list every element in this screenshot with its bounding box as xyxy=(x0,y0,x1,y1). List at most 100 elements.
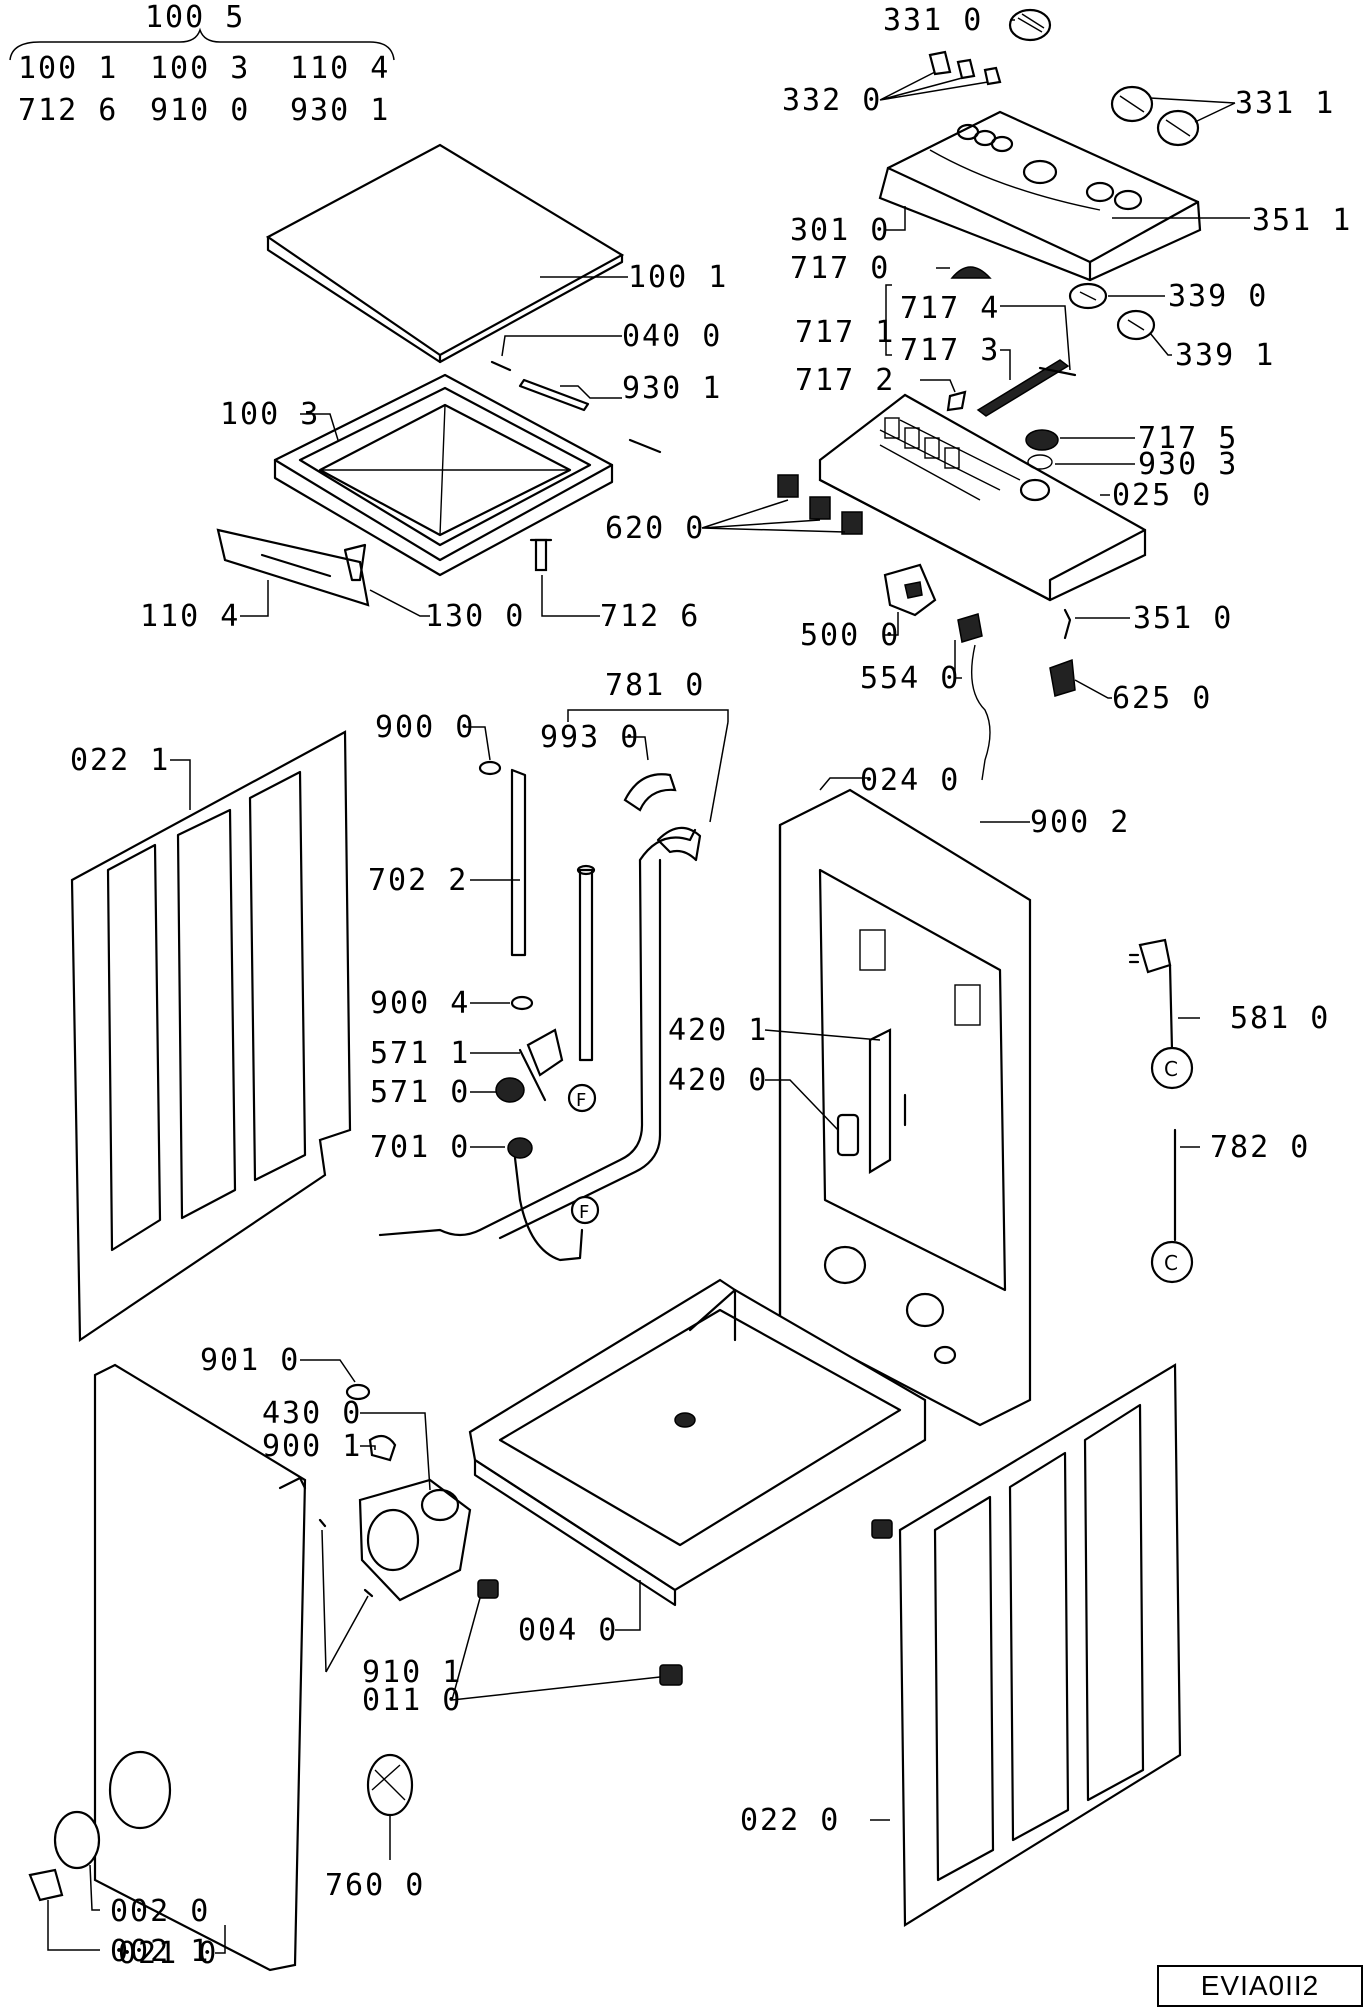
back-frame-part xyxy=(778,788,1032,1427)
callout-930-1: 930 1 xyxy=(622,371,722,406)
leader-339-1 xyxy=(1149,332,1172,356)
callout-910-1: 910 1 xyxy=(362,1655,462,1690)
capacitor-part xyxy=(836,1028,892,1174)
valve-part xyxy=(495,1028,564,1103)
callout-004-0: 004 0 xyxy=(518,1613,618,1648)
callout-021-0: 021 0 xyxy=(118,1936,218,1971)
connector-c-bottom-label: C xyxy=(1164,1251,1178,1275)
leader-331-1 xyxy=(1149,97,1236,123)
knob-pair-part xyxy=(1110,85,1200,147)
top-lid-part xyxy=(265,143,625,364)
callout-100-3: 100 3 xyxy=(220,397,320,432)
header-row1-item1: 100 1 xyxy=(18,51,118,86)
bracket-part xyxy=(343,543,367,582)
callout-702-2: 702 2 xyxy=(368,863,468,898)
callout-022-1: 022 1 xyxy=(70,743,170,778)
callout-420-0: 420 0 xyxy=(668,1063,768,1098)
header-row1-item3: 110 4 xyxy=(290,51,390,86)
leader-500-0 xyxy=(885,612,899,636)
callout-901-0: 901 0 xyxy=(200,1343,300,1378)
callout-625-0: 625 0 xyxy=(1112,681,1212,716)
clamp-part xyxy=(478,760,502,776)
leader-930-1 xyxy=(560,385,622,399)
header-row2-item1: 712 6 xyxy=(18,93,118,128)
callout-430-0: 430 0 xyxy=(262,1396,362,1431)
callout-332-0: 332 0 xyxy=(782,83,882,118)
leader-022-1 xyxy=(170,759,191,810)
pressure-switch-part xyxy=(1025,429,1059,470)
callout-100-1: 100 1 xyxy=(628,260,728,295)
sensor-part xyxy=(946,390,967,412)
left-side-panel-part xyxy=(70,730,352,1343)
buttons-part xyxy=(928,50,1002,86)
leader-110-4 xyxy=(240,580,269,617)
header-group-label: 100 5 xyxy=(145,0,245,35)
screws-parts xyxy=(318,1518,374,1598)
right-side-panel-part xyxy=(898,1363,1182,1927)
callout-420-1: 420 1 xyxy=(668,1013,768,1048)
callout-331-0: 331 0 xyxy=(883,3,983,38)
sump-hose-end xyxy=(507,1137,533,1159)
console-housing-part xyxy=(818,393,1147,602)
callout-571-0: 571 0 xyxy=(370,1075,470,1110)
callout-717-4: 717 4 xyxy=(900,291,1000,326)
callout-620-0: 620 0 xyxy=(605,511,705,546)
callout-717-1: 717 1 xyxy=(795,315,895,350)
header-row1-item2: 100 3 xyxy=(150,51,250,86)
callout-717-5: 717 5 xyxy=(1138,421,1238,456)
leader-993-0 xyxy=(625,736,649,761)
filter-door-part xyxy=(28,1810,101,1902)
leader-021-0 xyxy=(215,1925,226,1954)
header-row2-item2: 910 0 xyxy=(150,93,250,128)
leader-420-0 xyxy=(765,1079,839,1131)
clamp-small-part xyxy=(510,995,534,1011)
inlet-hose-end xyxy=(576,864,596,876)
callout-339-0: 339 0 xyxy=(1168,279,1268,314)
callout-339-1: 339 1 xyxy=(1175,338,1275,373)
callout-110-4: 110 4 xyxy=(140,599,240,634)
base-frame-part xyxy=(468,1278,927,1607)
trim-part xyxy=(216,528,370,607)
top-frame-part xyxy=(273,373,614,577)
callout-900-0: 900 0 xyxy=(375,710,475,745)
callout-900-1: 900 1 xyxy=(262,1429,362,1464)
connector-f-top-label: F xyxy=(576,1090,586,1111)
callout-351-1: 351 1 xyxy=(1252,203,1352,238)
brace-717-1 xyxy=(885,284,892,356)
knob-part xyxy=(1008,8,1052,42)
leader-024-0 xyxy=(819,777,870,791)
callout-024-0: 024 0 xyxy=(860,763,960,798)
connector-f-bottom-label: F xyxy=(579,1202,589,1223)
strip-parts xyxy=(490,360,662,454)
leader-004-0 xyxy=(615,1580,641,1631)
callout-581-0: 581 0 xyxy=(1230,1001,1330,1036)
callout-930-3: 930 3 xyxy=(1138,447,1238,482)
callout-701-0: 701 0 xyxy=(370,1130,470,1165)
leader-130-0 xyxy=(369,589,430,617)
callout-025-0: 025 0 xyxy=(1112,478,1212,513)
drain-hose-part xyxy=(510,768,527,957)
feet-parts xyxy=(477,1519,893,1686)
leader-781-0 xyxy=(709,721,729,823)
callout-301-0: 301 0 xyxy=(790,213,890,248)
header-brace xyxy=(9,27,395,61)
plug-part xyxy=(1128,938,1174,1052)
control-panel-part xyxy=(878,110,1202,282)
pump-part xyxy=(358,1434,472,1602)
connector-c-top-label: C xyxy=(1164,1057,1178,1081)
callout-500-0: 500 0 xyxy=(800,618,900,653)
callout-130-0: 130 0 xyxy=(425,599,525,634)
leader-712-6 xyxy=(541,575,600,617)
long-hose-part xyxy=(378,828,697,1240)
leader-040-0 xyxy=(501,335,622,357)
selector-part xyxy=(1068,282,1156,341)
callout-782-0: 782 0 xyxy=(1210,1130,1310,1165)
leader-002-0 xyxy=(89,1864,100,1911)
callout-011-0: 011 0 xyxy=(362,1683,462,1718)
leader-301-0 xyxy=(886,206,906,231)
leader-900-0 xyxy=(465,726,491,761)
connector-f-top xyxy=(567,1083,597,1113)
callout-760-0: 760 0 xyxy=(325,1868,425,1903)
leader-717-3 xyxy=(1000,349,1011,380)
